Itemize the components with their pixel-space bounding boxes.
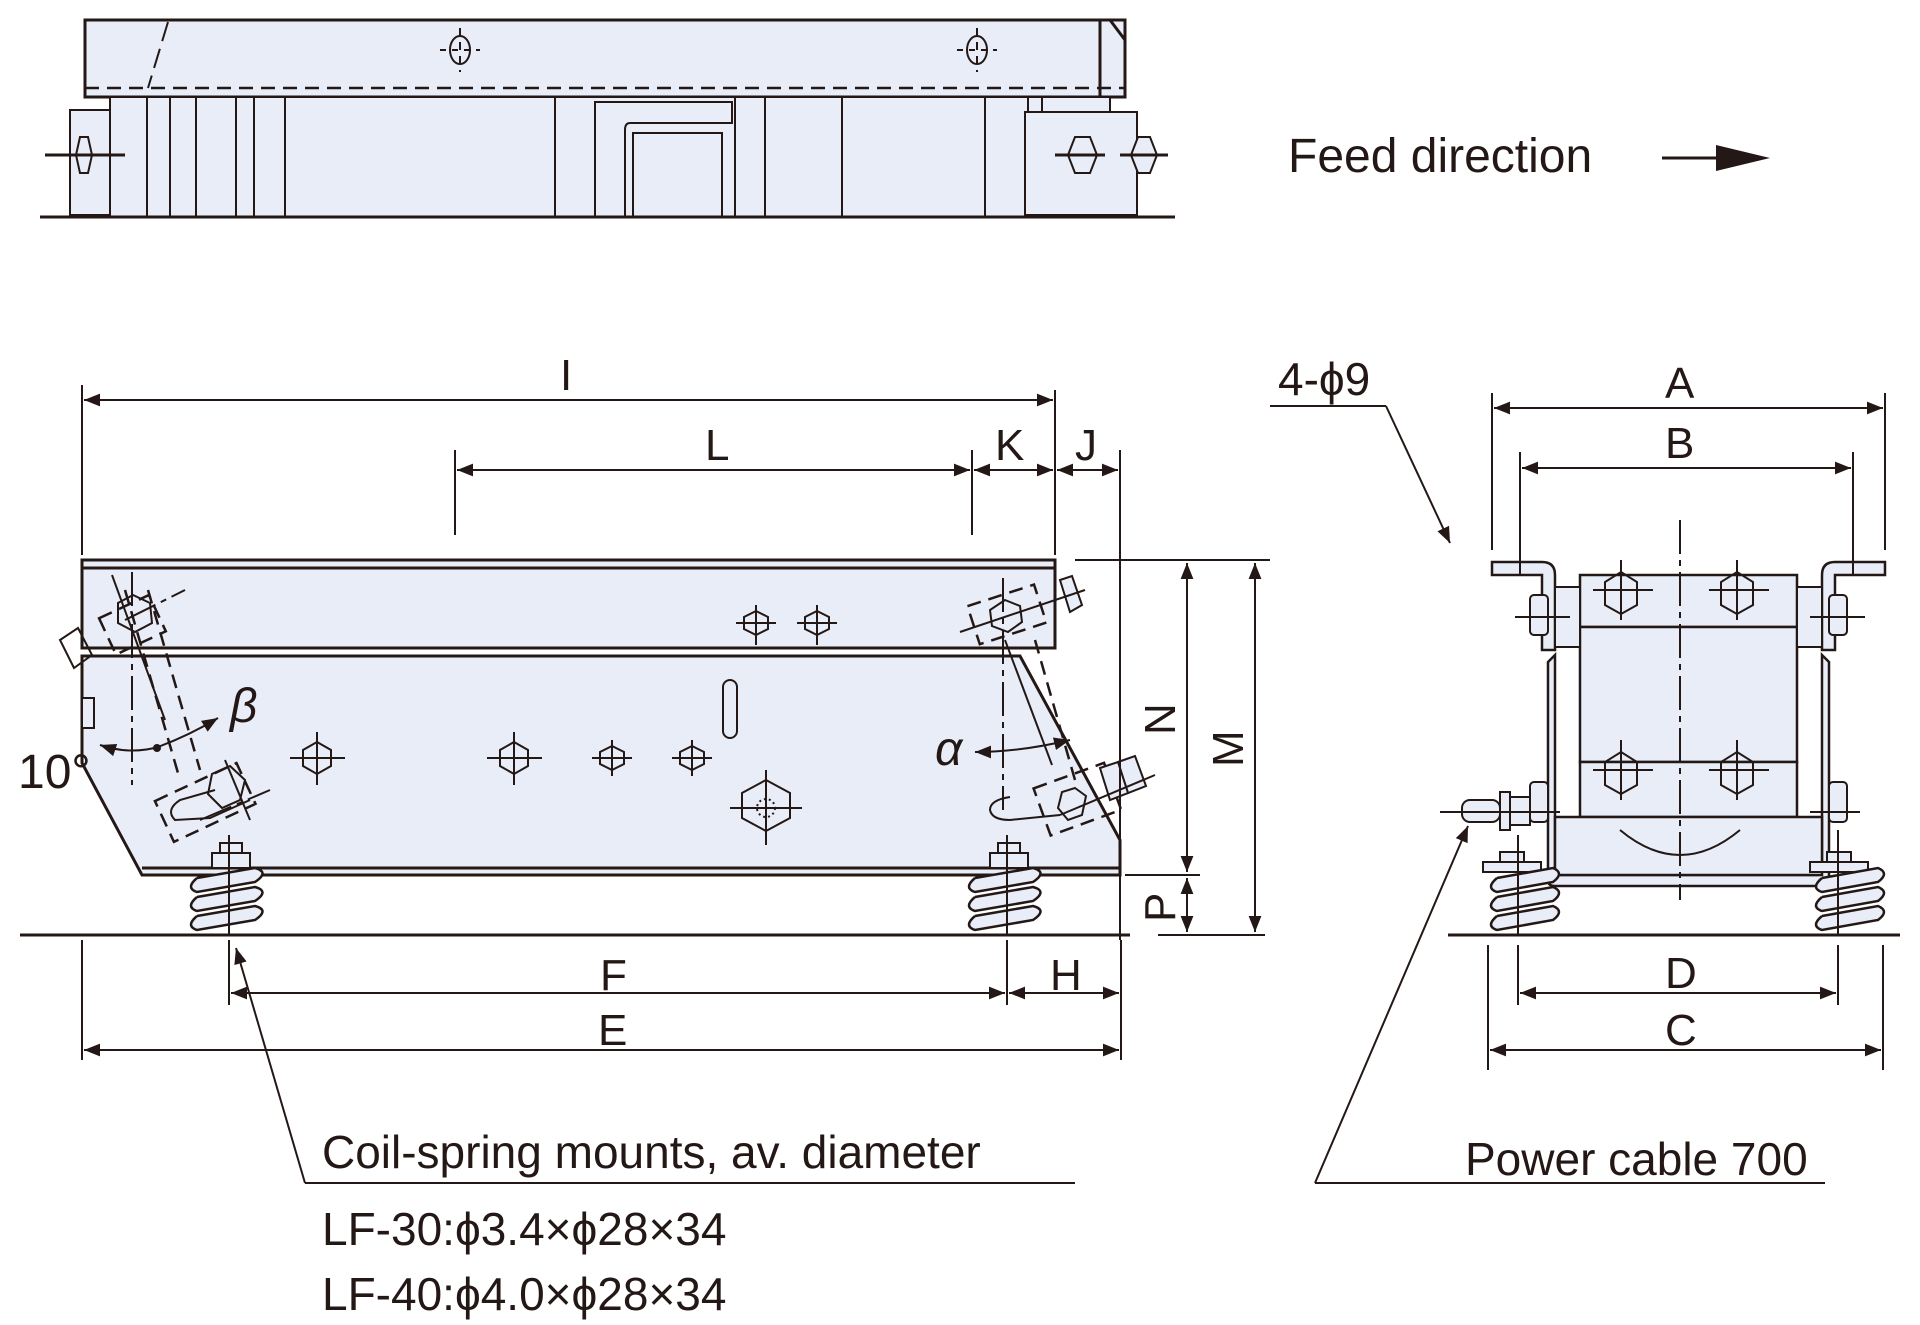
bolt-hex-icon: [672, 740, 712, 776]
bolt-hex-icon: [1709, 560, 1769, 620]
slot: [722, 679, 738, 739]
power-cable-label: Power cable 700: [1465, 1133, 1808, 1185]
coil-spring-end-left: [1482, 835, 1561, 935]
feed-arrow-icon: [1716, 145, 1770, 171]
coil-spring-lf30: LF-30:ϕ3.4×ϕ28×34: [322, 1203, 726, 1255]
large-bolt-hex-icon: [730, 770, 802, 845]
bolt-hex-icon: [592, 740, 632, 776]
top-view-trough: [83, 18, 1127, 99]
side-view: 10° β α: [18, 351, 1270, 1060]
coil-spring-title: Coil-spring mounts, av. diameter: [322, 1126, 981, 1178]
bolt-hex-icon: [1709, 740, 1769, 800]
feed-direction-text: Feed direction: [1288, 130, 1592, 183]
bolt-hex-icon: [797, 605, 837, 645]
dim-F-label: F: [600, 951, 627, 1000]
trough: [80, 558, 1057, 650]
left-leaf-spring: [58, 572, 271, 844]
mount-hole-symbol: [957, 28, 997, 72]
dim-A-label: A: [1665, 359, 1695, 408]
bolt-hex-icon: [290, 732, 345, 785]
dim-H-label: H: [1050, 951, 1082, 1000]
lower-block: [1578, 760, 1799, 819]
coil-spring-note: Coil-spring mounts, av. diameter LF-30:ϕ…: [234, 947, 1075, 1320]
power-cable-connector: [1440, 791, 1560, 831]
coil-spring-end-right: [1809, 830, 1886, 935]
bolt-hex-icon: [487, 732, 542, 785]
bolt-hex-icon: [736, 605, 776, 645]
dim-J-label: J: [1075, 421, 1097, 470]
top-view-trough-end: [1098, 18, 1127, 99]
bolt-hex-icon: [1593, 740, 1653, 800]
motor-bracket-inner: [632, 132, 723, 217]
base-plate: [1553, 815, 1824, 877]
end-view: [1270, 393, 1900, 1184]
right-leaf-spring: [959, 574, 1156, 838]
top-view-body: [109, 96, 1111, 218]
dim-I-label: I: [560, 351, 572, 400]
feed-direction-label: Feed direction: [1288, 130, 1770, 183]
bolt-hex-icon: [45, 136, 125, 174]
dim-K-label: K: [995, 421, 1024, 470]
leader-line: [234, 947, 306, 1184]
hidden-line-slant: [147, 21, 169, 89]
upper-block: [1578, 573, 1799, 629]
coil-spring-left: [189, 835, 264, 935]
mount-hole-symbol: [440, 28, 480, 72]
tilt-angle-label: 10°: [18, 746, 91, 799]
dimension-lines: [81, 385, 1270, 1060]
dim-N-label: N: [1136, 703, 1185, 735]
top-view: [40, 18, 1175, 219]
dim-D-label: D: [1665, 949, 1697, 998]
dim-L-label: L: [705, 421, 729, 470]
bolt-hex-icon: [1055, 136, 1105, 174]
mount-holes-label: 4-ϕ9: [1278, 353, 1370, 405]
motor-bracket: [594, 101, 733, 217]
mount-hole-leader: [1385, 405, 1451, 544]
bolt-hex-icon: [1593, 560, 1653, 620]
alpha-angle-label: α: [935, 723, 964, 776]
dim-B-label: B: [1665, 419, 1694, 468]
dim-M-label: M: [1204, 730, 1253, 767]
magnet-block: [1578, 625, 1799, 764]
power-cable-leader: [1314, 825, 1469, 1184]
bolt-hex-icon: [1120, 136, 1168, 174]
coil-spring-lf40: LF-40:ϕ4.0×ϕ28×34: [322, 1268, 726, 1320]
beta-angle-label: β: [228, 680, 257, 733]
dim-P-label: P: [1136, 893, 1185, 922]
dim-C-label: C: [1665, 1006, 1697, 1055]
dim-E-label: E: [598, 1006, 627, 1055]
coil-spring-right: [967, 835, 1042, 935]
